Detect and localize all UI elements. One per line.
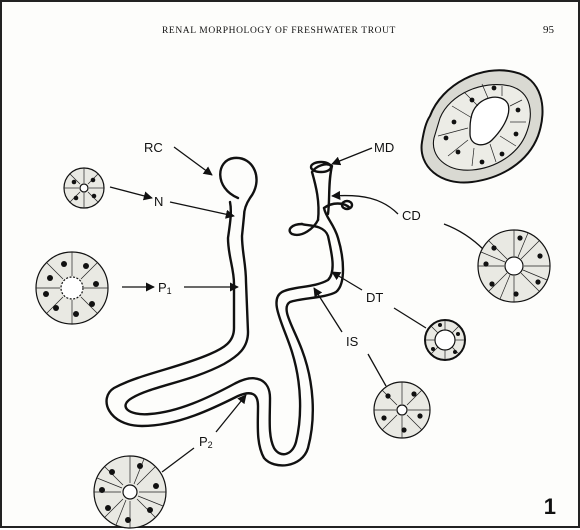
label-n: N: [154, 194, 163, 209]
nephron-tubule: [107, 158, 352, 466]
section-md: [422, 70, 543, 182]
label-cd: CD: [402, 208, 421, 223]
section-p1: [36, 252, 108, 324]
label-md: MD: [374, 140, 394, 155]
tubule-inner-wall: [107, 202, 343, 465]
figure-number: 1: [544, 494, 556, 520]
section-n: [64, 168, 104, 208]
label-rc: RC: [144, 140, 163, 155]
section-cd: [478, 230, 550, 302]
label-p2: P2: [199, 434, 213, 450]
label-dt: DT: [366, 290, 383, 305]
section-p2: [94, 456, 166, 528]
section-dt: [425, 320, 465, 360]
label-is: IS: [346, 334, 359, 349]
section-is: [374, 382, 430, 438]
label-p1: P1: [158, 280, 172, 296]
